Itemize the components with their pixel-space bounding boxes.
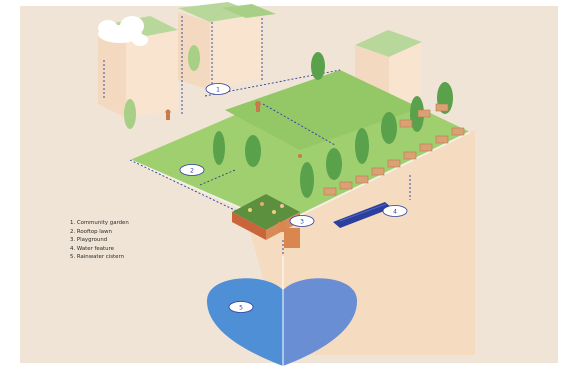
tree-icon — [381, 112, 397, 144]
tree-icon — [188, 45, 200, 71]
marker-4-label: 4 — [393, 209, 397, 216]
marker-2-label: 2 — [190, 168, 194, 175]
tree-icon — [124, 99, 136, 129]
legend-item: 1. Community garden — [70, 219, 129, 228]
legend: 1. Community garden 2. Rooftop lawn 3. P… — [70, 219, 129, 262]
tree-icon — [245, 135, 261, 167]
legend-item: 4. Water feature — [70, 245, 129, 254]
tree-icon — [213, 131, 225, 165]
legend-item: 5. Rainwater cistern — [70, 253, 129, 262]
tree-icon — [326, 148, 342, 180]
tree-icon — [311, 52, 325, 80]
marker-5: 5 — [229, 302, 253, 313]
marker-3: 3 — [290, 216, 314, 227]
legend-item: 3. Playground — [70, 236, 129, 245]
legend-item: 2. Rooftop lawn — [70, 228, 129, 237]
marker-4: 4 — [383, 206, 407, 217]
tree-icon — [300, 162, 314, 198]
marker-1-label: 1 — [216, 87, 220, 94]
marker-1: 1 — [206, 84, 230, 95]
marker-2: 2 — [180, 165, 204, 176]
marker-3-label: 3 — [300, 219, 304, 226]
tree-icon — [355, 128, 369, 164]
marker-5-label: 5 — [239, 305, 243, 312]
